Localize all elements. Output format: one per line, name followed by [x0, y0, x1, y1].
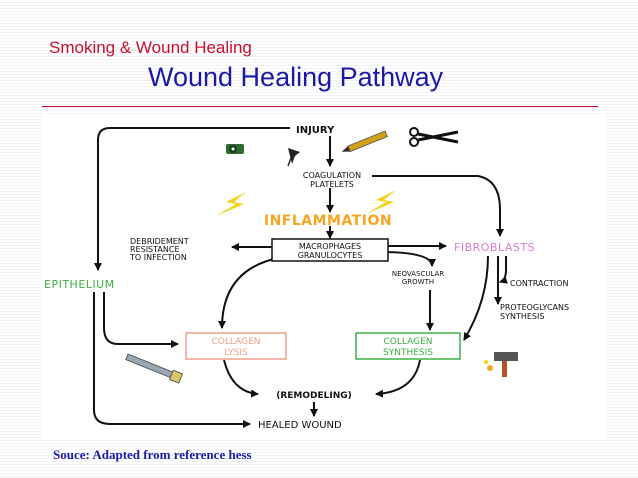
arrow-epithelium-lysis	[103, 292, 179, 348]
node-debridement-line2: RESISTANCE	[130, 245, 180, 254]
node-collagen-synthesis-box	[355, 332, 461, 360]
node-collagen-lysis-line1: COLLAGEN	[212, 337, 261, 347]
node-collagen-synthesis-line2: SYNTHESIS	[383, 348, 433, 358]
push-pin-icon	[287, 148, 300, 167]
arrow-fibroblasts-contraction	[499, 256, 508, 284]
node-macrophages-box	[271, 238, 389, 262]
cigarette-icon	[226, 144, 244, 154]
node-contraction: CONTRACTION	[510, 279, 568, 288]
arrow-fibroblasts-synthesis	[463, 255, 489, 341]
arrow-injury-epithelium	[94, 127, 290, 271]
slide-subtitle: Smoking & Wound Healing	[49, 38, 252, 57]
wound-healing-diagram: INJURY COAGULATION PLATELETS INFLAMMATIO…	[44, 125, 569, 431]
arrow-macrophages-lysis	[218, 257, 279, 329]
lightning-bolt-icon	[366, 190, 396, 214]
node-inflammation: INFLAMMATION	[264, 213, 392, 229]
node-neovascular-line2: GROWTH	[402, 278, 434, 286]
title-divider	[42, 106, 598, 107]
node-remodeling: (REMODELING)	[276, 391, 352, 401]
node-collagen-lysis-line2: LYSIS	[224, 348, 248, 358]
lightning-bolt-icon	[216, 192, 246, 216]
node-macrophages-line1: MACROPHAGES	[299, 242, 361, 251]
node-injury: INJURY	[296, 125, 335, 136]
node-healed-wound: HEALED WOUND	[258, 420, 342, 431]
connector-arrows	[93, 127, 508, 428]
arrow-lysis-remodeling	[223, 359, 259, 398]
node-coagulation-line1: COAGULATION	[303, 171, 361, 180]
node-proteoglycans-line2: SYNTHESIS	[500, 312, 544, 321]
slide-title: Wound Healing Pathway	[148, 62, 444, 92]
pen-icon	[341, 130, 388, 153]
node-epithelium: EPITHELIUM	[44, 278, 115, 291]
node-proteoglycans-line1: PROTEOGLYCANS	[500, 303, 569, 312]
arrow-coagulation-fibroblasts	[372, 175, 504, 237]
node-collagen-synthesis-line1: COLLAGEN	[384, 337, 433, 347]
node-coagulation-line2: PLATELETS	[310, 180, 354, 189]
file-tool-icon	[125, 353, 184, 384]
arrow-synthesis-remodeling	[375, 359, 421, 398]
diagram-panel: INJURY COAGULATION PLATELETS INFLAMMATIO…	[42, 114, 606, 438]
node-neovascular-line1: NEOVASCULAR	[392, 270, 444, 278]
node-fibroblasts: FIBROBLASTS	[454, 241, 535, 254]
node-debridement-line3: TO INFECTION	[129, 253, 187, 262]
source-note: Souce: Adapted from reference hess	[53, 447, 252, 462]
node-macrophages-line2: GRANULOCYTES	[298, 251, 363, 260]
scissors-icon	[409, 127, 459, 147]
node-collagen-lysis-box	[185, 332, 287, 360]
hammer-icon	[484, 352, 518, 377]
node-debridement-line1: DEBRIDEMENT	[130, 237, 189, 246]
arrow-epithelium-healed	[93, 292, 251, 428]
